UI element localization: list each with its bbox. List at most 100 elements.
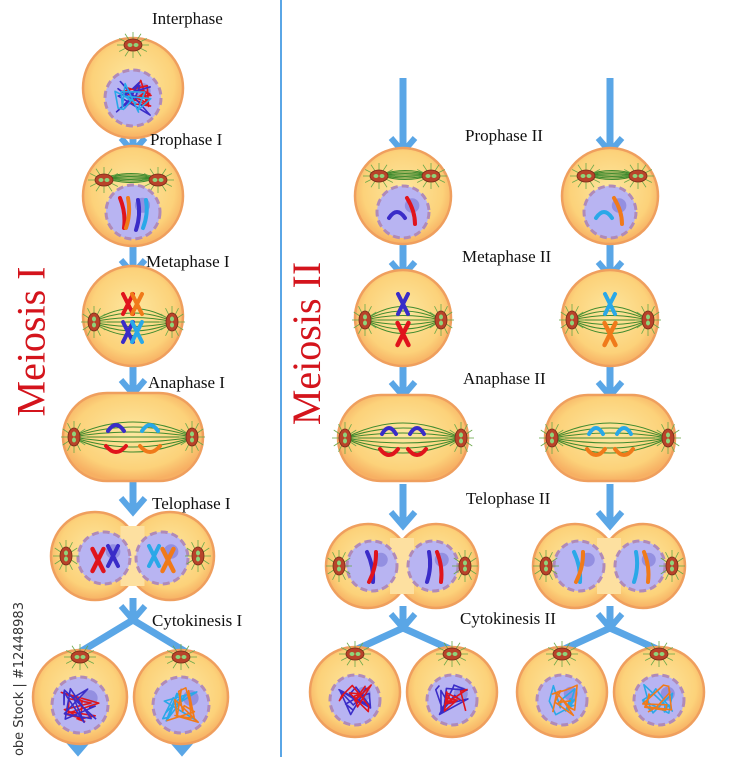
centriole-dot: [196, 556, 200, 562]
meiosis-1-title: Meiosis I: [8, 266, 54, 417]
chromatin: [642, 684, 673, 713]
centrosome-icon: [448, 422, 474, 454]
aster-ray: [349, 429, 357, 435]
aster-ray: [196, 428, 204, 434]
chromosome: [380, 426, 398, 436]
chromatin: [63, 687, 97, 724]
centriole-dot: [425, 174, 431, 178]
centriole-dot: [452, 652, 458, 656]
aster-ray: [76, 422, 81, 431]
cell-cytokinesis-2-right-a: [405, 641, 499, 739]
centriole-dot: [104, 178, 110, 182]
aster-ray: [358, 642, 364, 650]
chromosome: [130, 320, 144, 344]
aster-ray: [139, 38, 148, 43]
centriole: [148, 173, 168, 187]
aster-ray: [592, 169, 601, 174]
centriole-dot: [431, 174, 437, 178]
nucleus: [582, 184, 638, 240]
aster-ray: [545, 423, 550, 432]
aster-ray: [560, 323, 568, 329]
aster-ray: [589, 180, 595, 188]
centriole: [358, 310, 372, 330]
spindle-fiber: [71, 436, 195, 448]
centriole: [94, 173, 114, 187]
centriole-dot: [666, 432, 670, 438]
aster-ray: [465, 429, 473, 435]
centriole-dot: [72, 431, 76, 437]
centriole-dot: [670, 566, 674, 572]
aster-ray: [341, 551, 346, 560]
chromatin: [443, 688, 468, 712]
aster-ray: [676, 569, 684, 575]
aster-ray: [565, 326, 570, 335]
spindle-fiber: [344, 432, 462, 439]
chromosome: [130, 292, 144, 316]
aster-ray: [548, 551, 553, 560]
aster-ray: [636, 323, 644, 329]
aster-ray: [361, 647, 370, 652]
chromosome: [594, 210, 614, 220]
aster-ray: [577, 164, 583, 172]
aster-ray: [665, 656, 674, 661]
aster-ray: [670, 423, 675, 432]
chromosome: [405, 196, 417, 226]
chromosome: [642, 550, 651, 584]
aster-ray: [560, 311, 568, 317]
aster-ray: [347, 444, 352, 453]
chromosome: [147, 544, 161, 568]
centrosome-icon: [159, 306, 185, 338]
spindle-fiber: [364, 315, 442, 321]
aster-ray: [143, 182, 152, 187]
aster-ray: [656, 441, 664, 447]
aster-ray: [458, 551, 463, 560]
cell-anaphase-2-b: [539, 393, 681, 483]
aster-ray: [469, 569, 477, 575]
centriole-dot: [638, 174, 644, 178]
aster-ray: [661, 423, 666, 432]
aster-ray: [187, 659, 196, 664]
label-metaphase-2: Metaphase II: [462, 247, 552, 266]
centriole-dot: [175, 655, 181, 659]
chromosome: [106, 423, 126, 433]
arrow-branch-left: [353, 624, 405, 654]
aster-ray: [98, 313, 106, 319]
centrosome-icon: [142, 167, 174, 193]
arrow-head: [118, 496, 148, 517]
cell-anaphase-1: [61, 391, 205, 483]
aster-ray: [458, 572, 463, 581]
arrow-head: [595, 510, 625, 531]
aster-ray: [568, 656, 577, 661]
centriole-dot: [64, 556, 68, 562]
aster-ray: [200, 562, 205, 571]
aster-ray: [553, 642, 559, 650]
aster-ray: [534, 569, 542, 575]
aster-ray: [385, 169, 394, 174]
centriole: [421, 169, 441, 183]
centriole-dot: [439, 314, 443, 320]
aster-ray: [629, 164, 635, 172]
aster-ray: [180, 440, 188, 446]
spindle-fiber: [551, 432, 669, 439]
aster-ray: [554, 444, 559, 453]
aster-ray: [467, 551, 472, 560]
centrosome-icon: [635, 304, 661, 336]
aster-ray: [670, 444, 675, 453]
aster-ray: [346, 642, 352, 650]
aster-ray: [82, 313, 90, 319]
aster-ray: [571, 178, 580, 183]
chromosome: [585, 447, 607, 457]
aster-ray: [124, 49, 130, 57]
centriole-dot: [349, 652, 355, 656]
chromatin: [338, 684, 372, 713]
centrosome-icon: [332, 422, 358, 454]
fork-arrow-icon: [560, 606, 661, 654]
centrosome-icon: [533, 550, 559, 582]
centrosome-icon: [415, 163, 447, 189]
spindle-fiber: [344, 437, 462, 444]
centriole-dot: [181, 655, 187, 659]
centriole-dot: [80, 655, 86, 659]
spindle-fiber: [551, 437, 669, 449]
aster-ray: [369, 323, 377, 329]
chromosome: [138, 444, 162, 454]
